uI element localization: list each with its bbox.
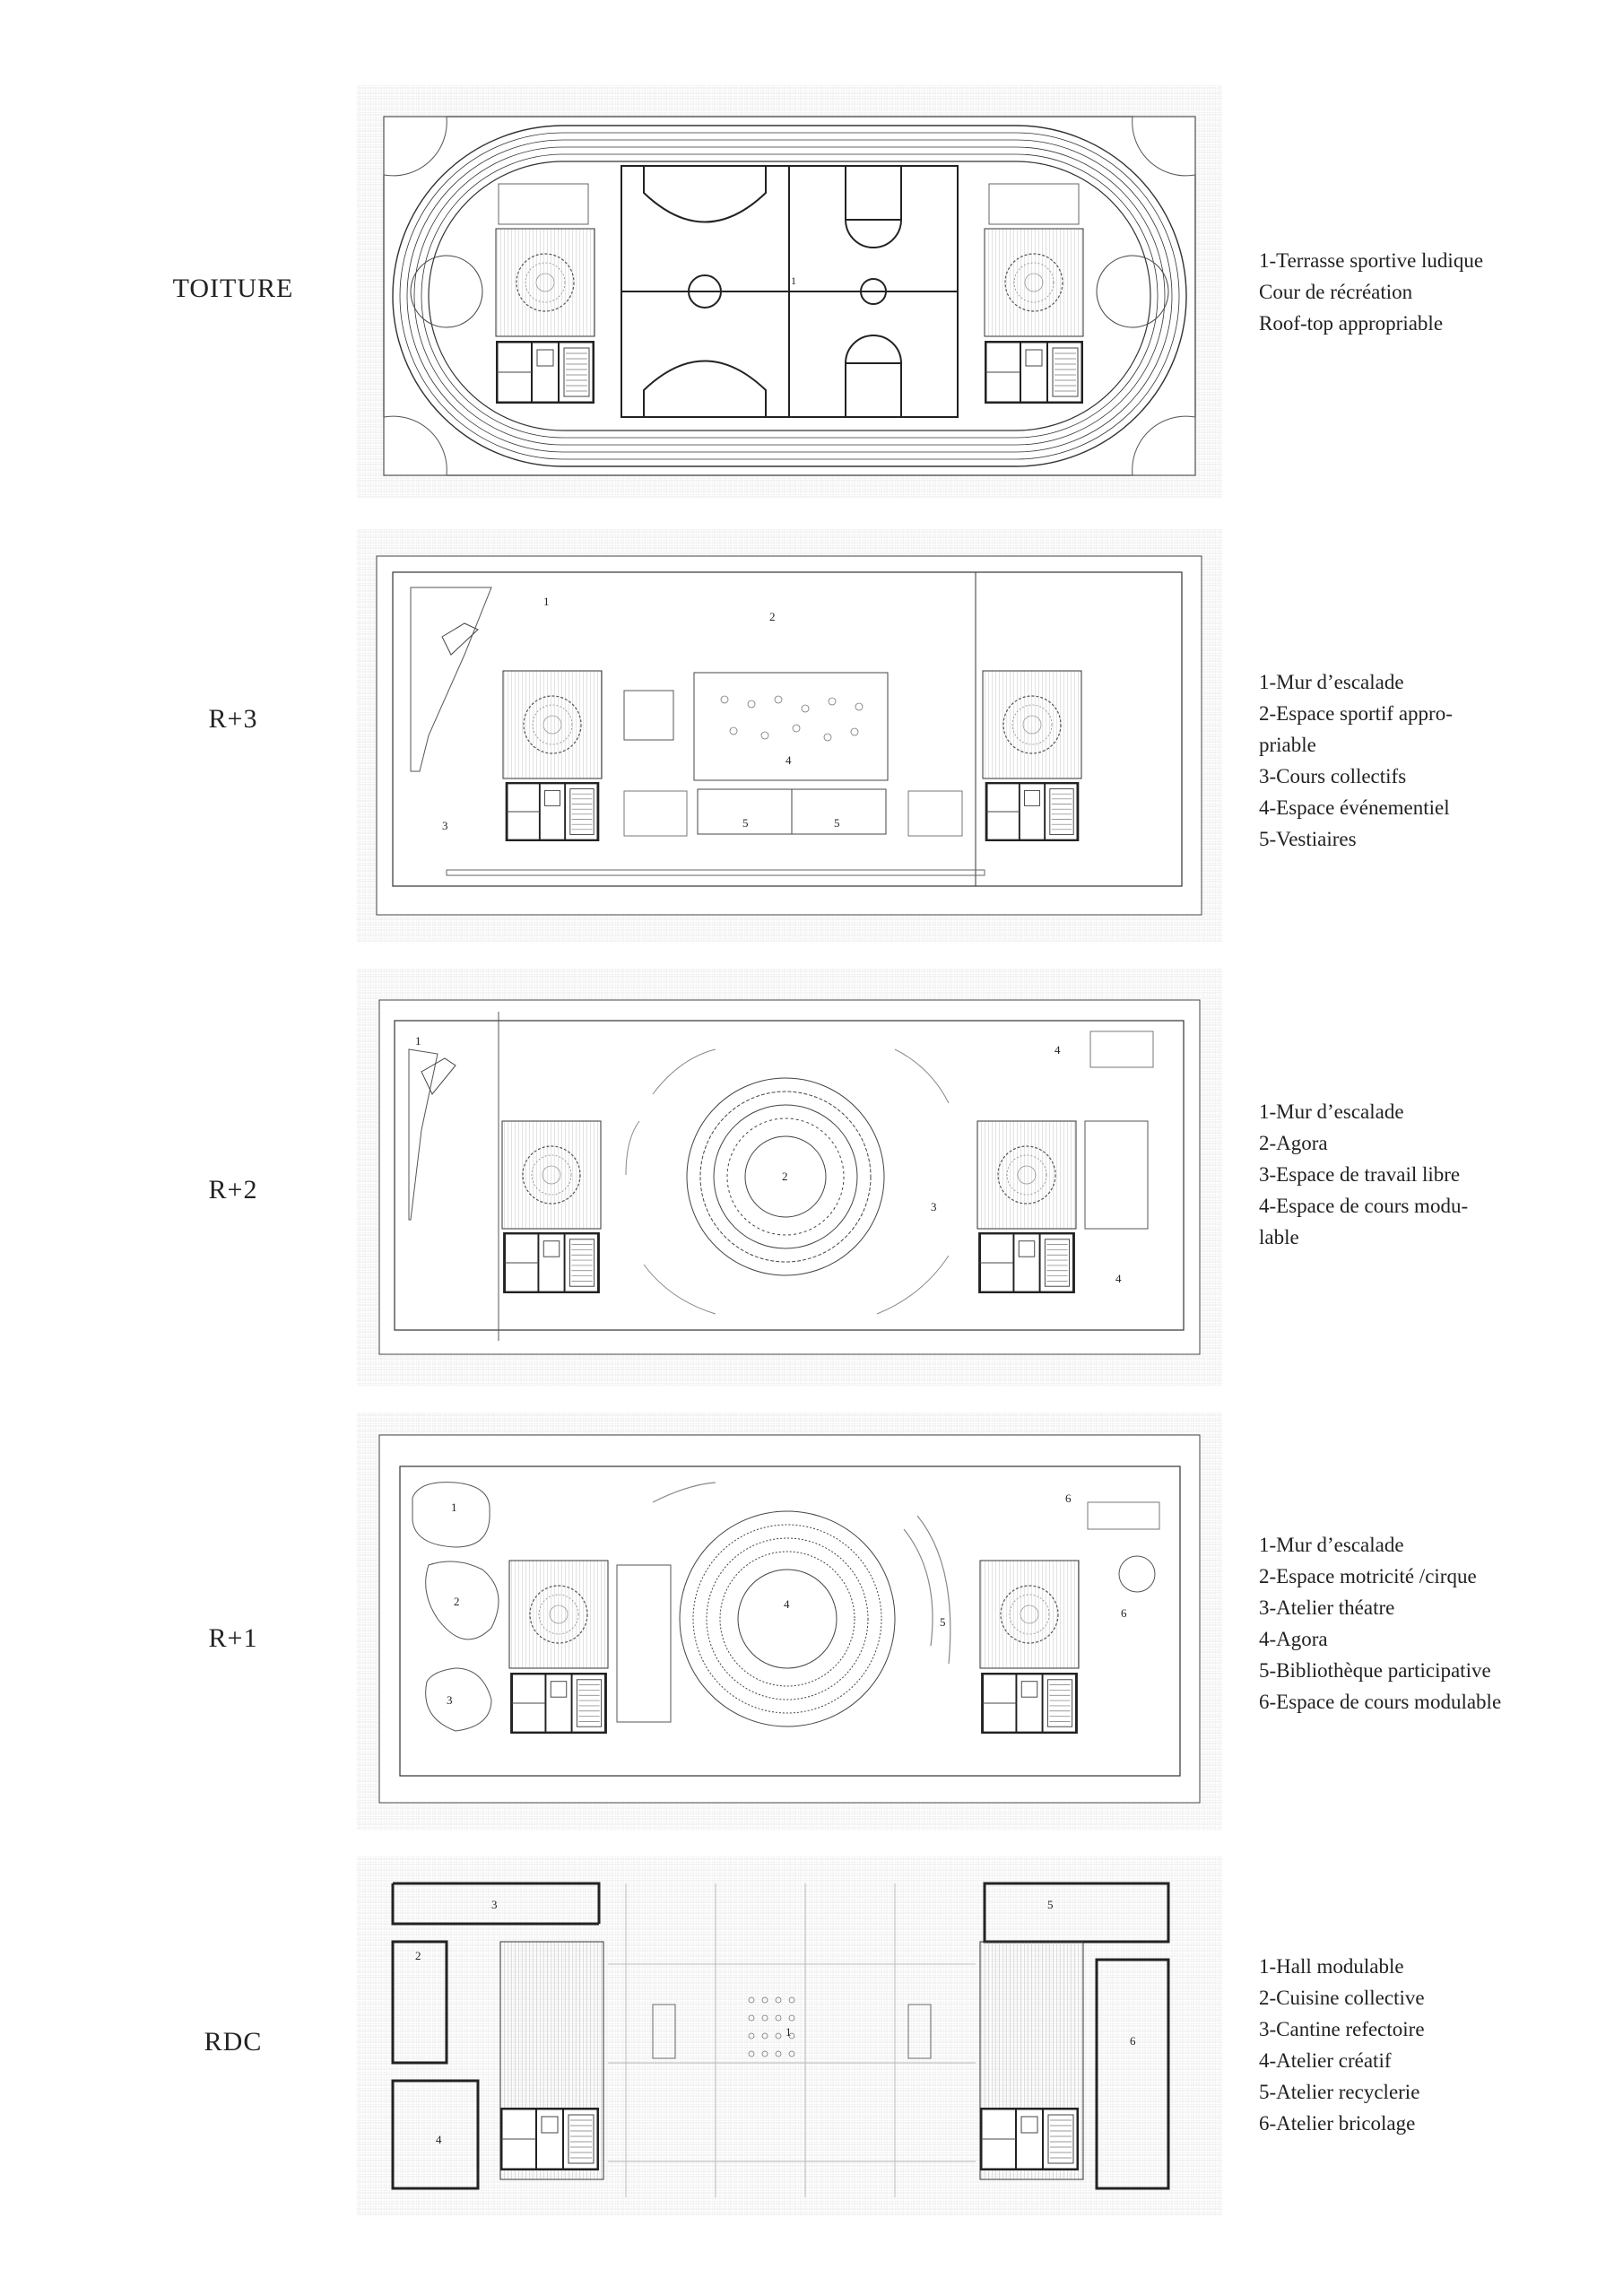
plan-r1: 1 2 3 4 5 6 6 bbox=[357, 1413, 1222, 1830]
plan-number: 5 bbox=[834, 816, 840, 830]
floor-label: RDC bbox=[204, 2027, 263, 2057]
legend-r3: 1-Mur d’escalade 2-Espace sportif appro-… bbox=[1259, 666, 1453, 855]
legend-item: 2-Agora bbox=[1259, 1132, 1328, 1154]
plan-number: 1 bbox=[785, 2025, 792, 2039]
plan-number: 3 bbox=[931, 1200, 937, 1213]
legend-item: 4-Espace événementiel bbox=[1259, 796, 1450, 819]
legend-toiture: 1-Terrasse sportive ludique Cour de récr… bbox=[1259, 245, 1483, 339]
legend-item: 1-Mur d’escalade bbox=[1259, 671, 1404, 693]
plan-number: 6 bbox=[1065, 1492, 1072, 1505]
legend-item: 2-Espace sportif appro- bbox=[1259, 702, 1453, 725]
legend-item: 5-Bibliothèque participative bbox=[1259, 1659, 1491, 1682]
legend-item: 3-Atelier théatre bbox=[1259, 1596, 1395, 1619]
plan-number: 1 bbox=[415, 1034, 421, 1048]
plan-number: 1 bbox=[791, 274, 796, 287]
plan-number: 4 bbox=[784, 1597, 790, 1611]
legend-r2: 1-Mur d’escalade 2-Agora 3-Espace de tra… bbox=[1259, 1096, 1468, 1253]
legend-item: 1-Hall modulable bbox=[1259, 1955, 1404, 1978]
legend-item: 3-Cours collectifs bbox=[1259, 765, 1407, 787]
legend-item: 3-Cantine refectoire bbox=[1259, 2018, 1425, 2040]
plan-number: 4 bbox=[785, 753, 792, 767]
legend-item: 5-Vestiaires bbox=[1259, 828, 1357, 850]
plan-number: 3 bbox=[491, 1898, 498, 1911]
plan-number: 5 bbox=[742, 816, 749, 830]
plan-number: 2 bbox=[769, 610, 776, 623]
floor-label: R+1 bbox=[208, 1623, 258, 1653]
legend-item: 1-Terrasse sportive ludique bbox=[1259, 249, 1484, 272]
plan-toiture: 1 bbox=[357, 85, 1222, 498]
legend-item: 2-Cuisine collective bbox=[1259, 1987, 1425, 2009]
plan-r2: 1 2 3 4 4 bbox=[357, 969, 1222, 1386]
plan-number: 2 bbox=[782, 1170, 788, 1183]
legend-rdc: 1-Hall modulable 2-Cuisine collective 3-… bbox=[1259, 1951, 1425, 2139]
plan-number: 1 bbox=[543, 595, 550, 608]
plan-rdc: 1 2 3 4 5 6 bbox=[357, 1857, 1222, 2215]
plan-number: 6 bbox=[1121, 1606, 1127, 1620]
legend-item: 5-Atelier recyclerie bbox=[1259, 2081, 1420, 2103]
legend-item: 6-Espace de cours modulable bbox=[1259, 1691, 1502, 1713]
plan-number: 2 bbox=[454, 1595, 460, 1608]
plan-number: 4 bbox=[1055, 1043, 1061, 1057]
legend-item: lable bbox=[1259, 1226, 1299, 1248]
legend-item: 4-Espace de cours modu- bbox=[1259, 1195, 1469, 1217]
legend-item: 3-Espace de travail libre bbox=[1259, 1163, 1461, 1186]
floor-label: TOITURE bbox=[172, 274, 294, 303]
plan-number: 4 bbox=[436, 2133, 442, 2146]
plan-number: 4 bbox=[1115, 1272, 1122, 1285]
legend-item: 6-Atelier bricolage bbox=[1259, 2112, 1416, 2135]
plan-number: 3 bbox=[447, 1693, 453, 1707]
plan-number: 5 bbox=[940, 1615, 946, 1629]
legend-item: Roof-top appropriable bbox=[1259, 312, 1444, 335]
floor-label: R+3 bbox=[208, 704, 258, 734]
legend-item: 4-Atelier créatif bbox=[1259, 2049, 1392, 2072]
legend-item: 1-Mur d’escalade bbox=[1259, 1534, 1404, 1556]
legend-item: 2-Espace motricité /cirque bbox=[1259, 1565, 1477, 1587]
plan-number: 3 bbox=[442, 819, 448, 832]
plan-number: 1 bbox=[451, 1500, 457, 1514]
plan-r3: 1 2 3 4 5 5 bbox=[357, 529, 1222, 942]
legend-item: 4-Agora bbox=[1259, 1628, 1328, 1650]
plan-number: 6 bbox=[1130, 2034, 1136, 2048]
legend-item: Cour de récréation bbox=[1259, 281, 1413, 303]
plan-number: 5 bbox=[1047, 1898, 1054, 1911]
legend-r1: 1-Mur d’escalade 2-Espace motricité /cir… bbox=[1259, 1529, 1501, 1718]
legend-item: priable bbox=[1259, 734, 1316, 756]
floor-label: R+2 bbox=[208, 1175, 258, 1205]
plan-number: 2 bbox=[415, 1949, 421, 1962]
legend-item: 1-Mur d’escalade bbox=[1259, 1100, 1404, 1123]
